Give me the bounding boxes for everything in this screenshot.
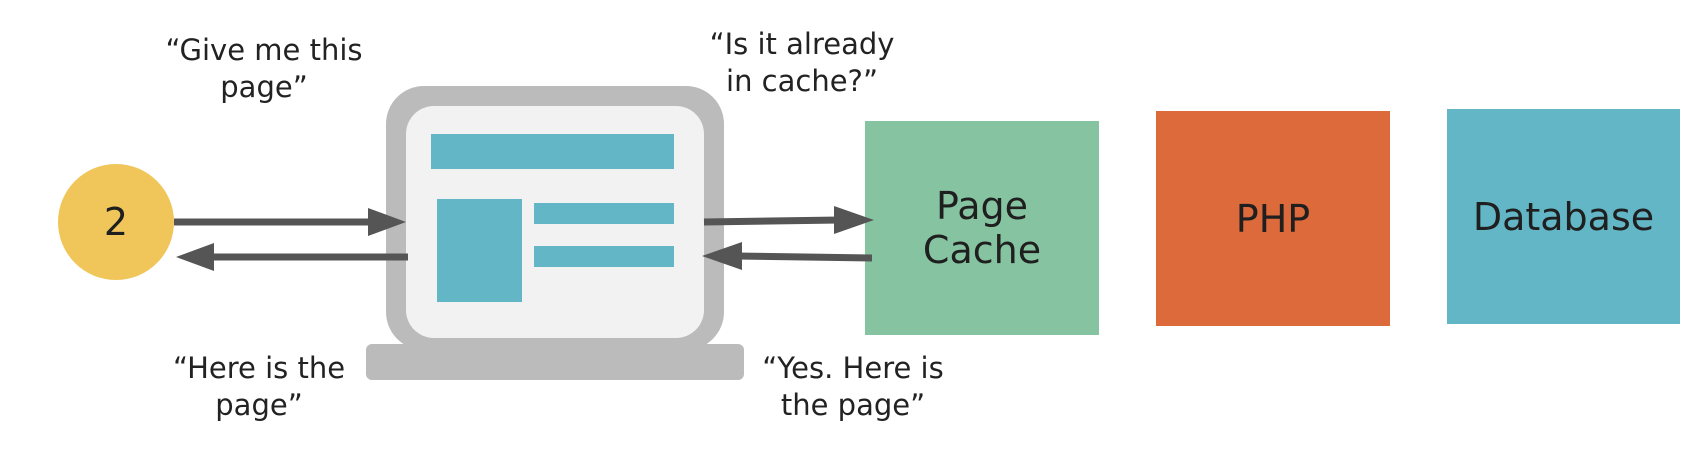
page-cache-label: Page Cache [865,121,1099,335]
laptop-icon [366,86,744,380]
request-arrow [174,208,406,236]
request-caption: “Give me this page” [162,32,366,106]
laptop-base [366,344,744,380]
database-label: Database [1447,109,1680,324]
response-caption: “Here is the page” [164,350,354,424]
cache-reply-caption: “Yes. Here is the page” [758,350,948,424]
php-label-line: PHP [1235,196,1311,241]
response-arrow [176,243,408,271]
step-number: 2 [103,200,129,244]
step-circle [58,164,174,280]
request-caption-line: page” [220,70,308,104]
page-cache-label-line: Page [936,184,1028,228]
page-text-line [534,203,674,224]
response-caption-line: page” [215,388,303,422]
page-text-line [534,246,674,267]
response-caption-line: “Here is the [172,351,346,385]
cache-reply-arrow [702,242,873,270]
request-caption-line: “Give me this [165,33,363,67]
database-label-line: Database [1472,194,1655,239]
page-image-block [437,199,522,302]
cache-query-caption: “Is it already in cache?” [704,26,900,100]
php-box [1156,111,1390,326]
php-label: PHP [1156,111,1390,326]
cache-reply-caption-line: “Yes. Here is [762,351,944,385]
cache-query-arrow [703,206,874,234]
database-box [1447,109,1680,324]
page-cache-label-line: Cache [922,228,1042,272]
cache-query-caption-line: in cache?” [726,64,878,98]
page-cache-box [865,121,1099,335]
cache-reply-caption-line: the page” [780,388,926,422]
page-header-block [431,134,674,169]
cache-query-caption-line: “Is it already [709,27,895,61]
